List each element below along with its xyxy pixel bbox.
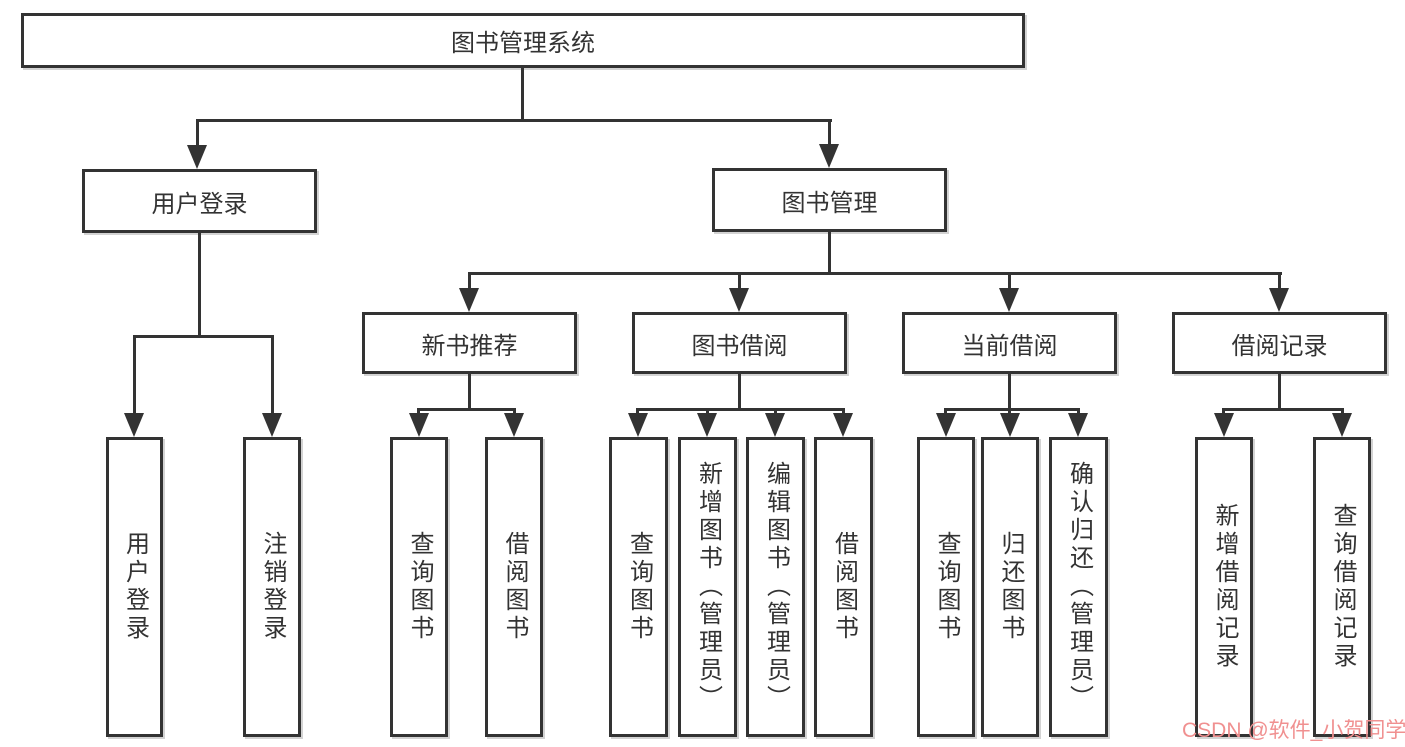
connector-mgmt-hline — [468, 272, 1282, 275]
arrow-down-icon — [697, 413, 717, 437]
arrow-down-icon — [124, 413, 144, 437]
connector-user-leaf1-stub — [133, 335, 136, 415]
leaf-record-query-borrow-record: 查询借阅记录 — [1313, 437, 1371, 737]
arrow-down-icon — [459, 288, 479, 312]
connector-record-vline — [1278, 374, 1281, 410]
arrow-down-icon — [729, 288, 749, 312]
node-label: 当前借阅 — [961, 332, 1058, 360]
node-label: 查询图书 — [933, 531, 960, 643]
arrow-down-icon — [628, 413, 648, 437]
node-label: 用户登录 — [151, 190, 248, 218]
connector-stub — [774, 408, 777, 416]
connector-stub — [1222, 408, 1225, 416]
arrow-down-icon — [187, 145, 207, 169]
node-label: 新书推荐 — [421, 332, 518, 360]
node-label: 查询图书 — [406, 531, 433, 643]
connector-user-vline — [198, 233, 201, 337]
leaf-current-query-books: 查询图书 — [917, 437, 975, 737]
leaf-recommend-borrow-books: 借阅图书 — [485, 437, 543, 737]
node-borrowing-records: 借阅记录 — [1172, 312, 1387, 374]
connector-recommend-hline — [417, 408, 516, 411]
node-book-management: 图书管理 — [712, 168, 947, 232]
connector-current-vline — [1008, 374, 1011, 410]
connector-user-hline — [133, 335, 274, 338]
leaf-logout: 注销登录 — [243, 437, 301, 737]
connector-stub — [636, 408, 639, 416]
node-label: 用户登录 — [121, 531, 149, 643]
connector-borrow-vline — [738, 374, 741, 410]
csdn-watermark: CSDN @软件_小贺同学 — [1182, 719, 1405, 742]
leaf-borrow-edit-books-admin: 编辑图书（管理员） — [746, 437, 805, 737]
node-label: 确认归还（管理员） — [1065, 461, 1093, 713]
node-label: 查询借阅记录 — [1329, 503, 1356, 671]
node-label: 编辑图书（管理员） — [762, 461, 790, 713]
node-label: 图书管理 — [781, 189, 878, 217]
connector-stub — [706, 408, 709, 416]
node-label: 借阅图书 — [830, 531, 858, 643]
leaf-user-login: 用户登录 — [106, 437, 163, 737]
connector-user-login-stub — [196, 119, 199, 147]
connector-borrow-stub — [738, 272, 741, 290]
connector-stub — [842, 408, 845, 416]
connector-mgmt-vline — [828, 232, 831, 274]
node-label: 新增借阅记录 — [1211, 503, 1238, 671]
arrow-down-icon — [262, 413, 282, 437]
connector-user-leaf2-stub — [271, 335, 274, 415]
leaf-borrow-query-books: 查询图书 — [609, 437, 668, 737]
arrow-down-icon — [1000, 413, 1020, 437]
connector-stub — [1341, 408, 1344, 416]
arrow-down-icon — [999, 288, 1019, 312]
connector-stub — [513, 408, 516, 416]
node-user-login: 用户登录 — [82, 169, 317, 233]
connector-recommend-vline — [468, 374, 471, 410]
connector-stub — [1008, 408, 1011, 416]
node-label: 借阅图书 — [501, 531, 528, 643]
node-root-library-system: 图书管理系统 — [21, 13, 1025, 68]
node-new-book-recommend: 新书推荐 — [362, 312, 577, 374]
connector-borrow-hline — [636, 408, 845, 411]
connector-recommend-stub — [468, 272, 471, 290]
leaf-borrow-add-books-admin: 新增图书（管理员） — [678, 437, 737, 737]
arrow-down-icon — [833, 413, 853, 437]
node-label: 查询图书 — [625, 531, 653, 643]
leaf-borrow-borrow-books: 借阅图书 — [814, 437, 873, 737]
leaf-current-return-books: 归还图书 — [981, 437, 1039, 737]
connector-record-stub — [1278, 272, 1281, 290]
arrow-down-icon — [765, 413, 785, 437]
connector-book-mgmt-stub — [828, 119, 831, 147]
arrow-down-icon — [819, 144, 839, 168]
connector-current-hline — [944, 408, 1080, 411]
connector-stub — [417, 408, 420, 416]
leaf-current-confirm-return-admin: 确认归还（管理员） — [1049, 437, 1108, 737]
leaf-recommend-query-books: 查询图书 — [390, 437, 448, 737]
leaf-record-add-borrow-record: 新增借阅记录 — [1195, 437, 1253, 737]
arrow-down-icon — [409, 413, 429, 437]
node-current-borrowing: 当前借阅 — [902, 312, 1117, 374]
node-label: 借阅记录 — [1231, 332, 1328, 360]
arrow-down-icon — [1269, 288, 1289, 312]
arrow-down-icon — [936, 413, 956, 437]
connector-record-hline — [1222, 408, 1344, 411]
connector-stub — [1077, 408, 1080, 416]
node-label: 注销登录 — [259, 531, 286, 643]
arrow-down-icon — [504, 413, 524, 437]
connector-current-stub — [1008, 272, 1011, 290]
node-label: 归还图书 — [997, 531, 1024, 643]
node-label: 图书借阅 — [691, 332, 788, 360]
node-label: 图书管理系统 — [451, 30, 595, 57]
arrow-down-icon — [1214, 413, 1234, 437]
connector-root-vline — [521, 68, 524, 122]
node-label: 新增图书（管理员） — [694, 461, 722, 713]
connector-stub — [944, 408, 947, 416]
arrow-down-icon — [1332, 413, 1352, 437]
node-book-borrowing: 图书借阅 — [632, 312, 847, 374]
arrow-down-icon — [1068, 413, 1088, 437]
connector-root-hline — [196, 119, 832, 122]
